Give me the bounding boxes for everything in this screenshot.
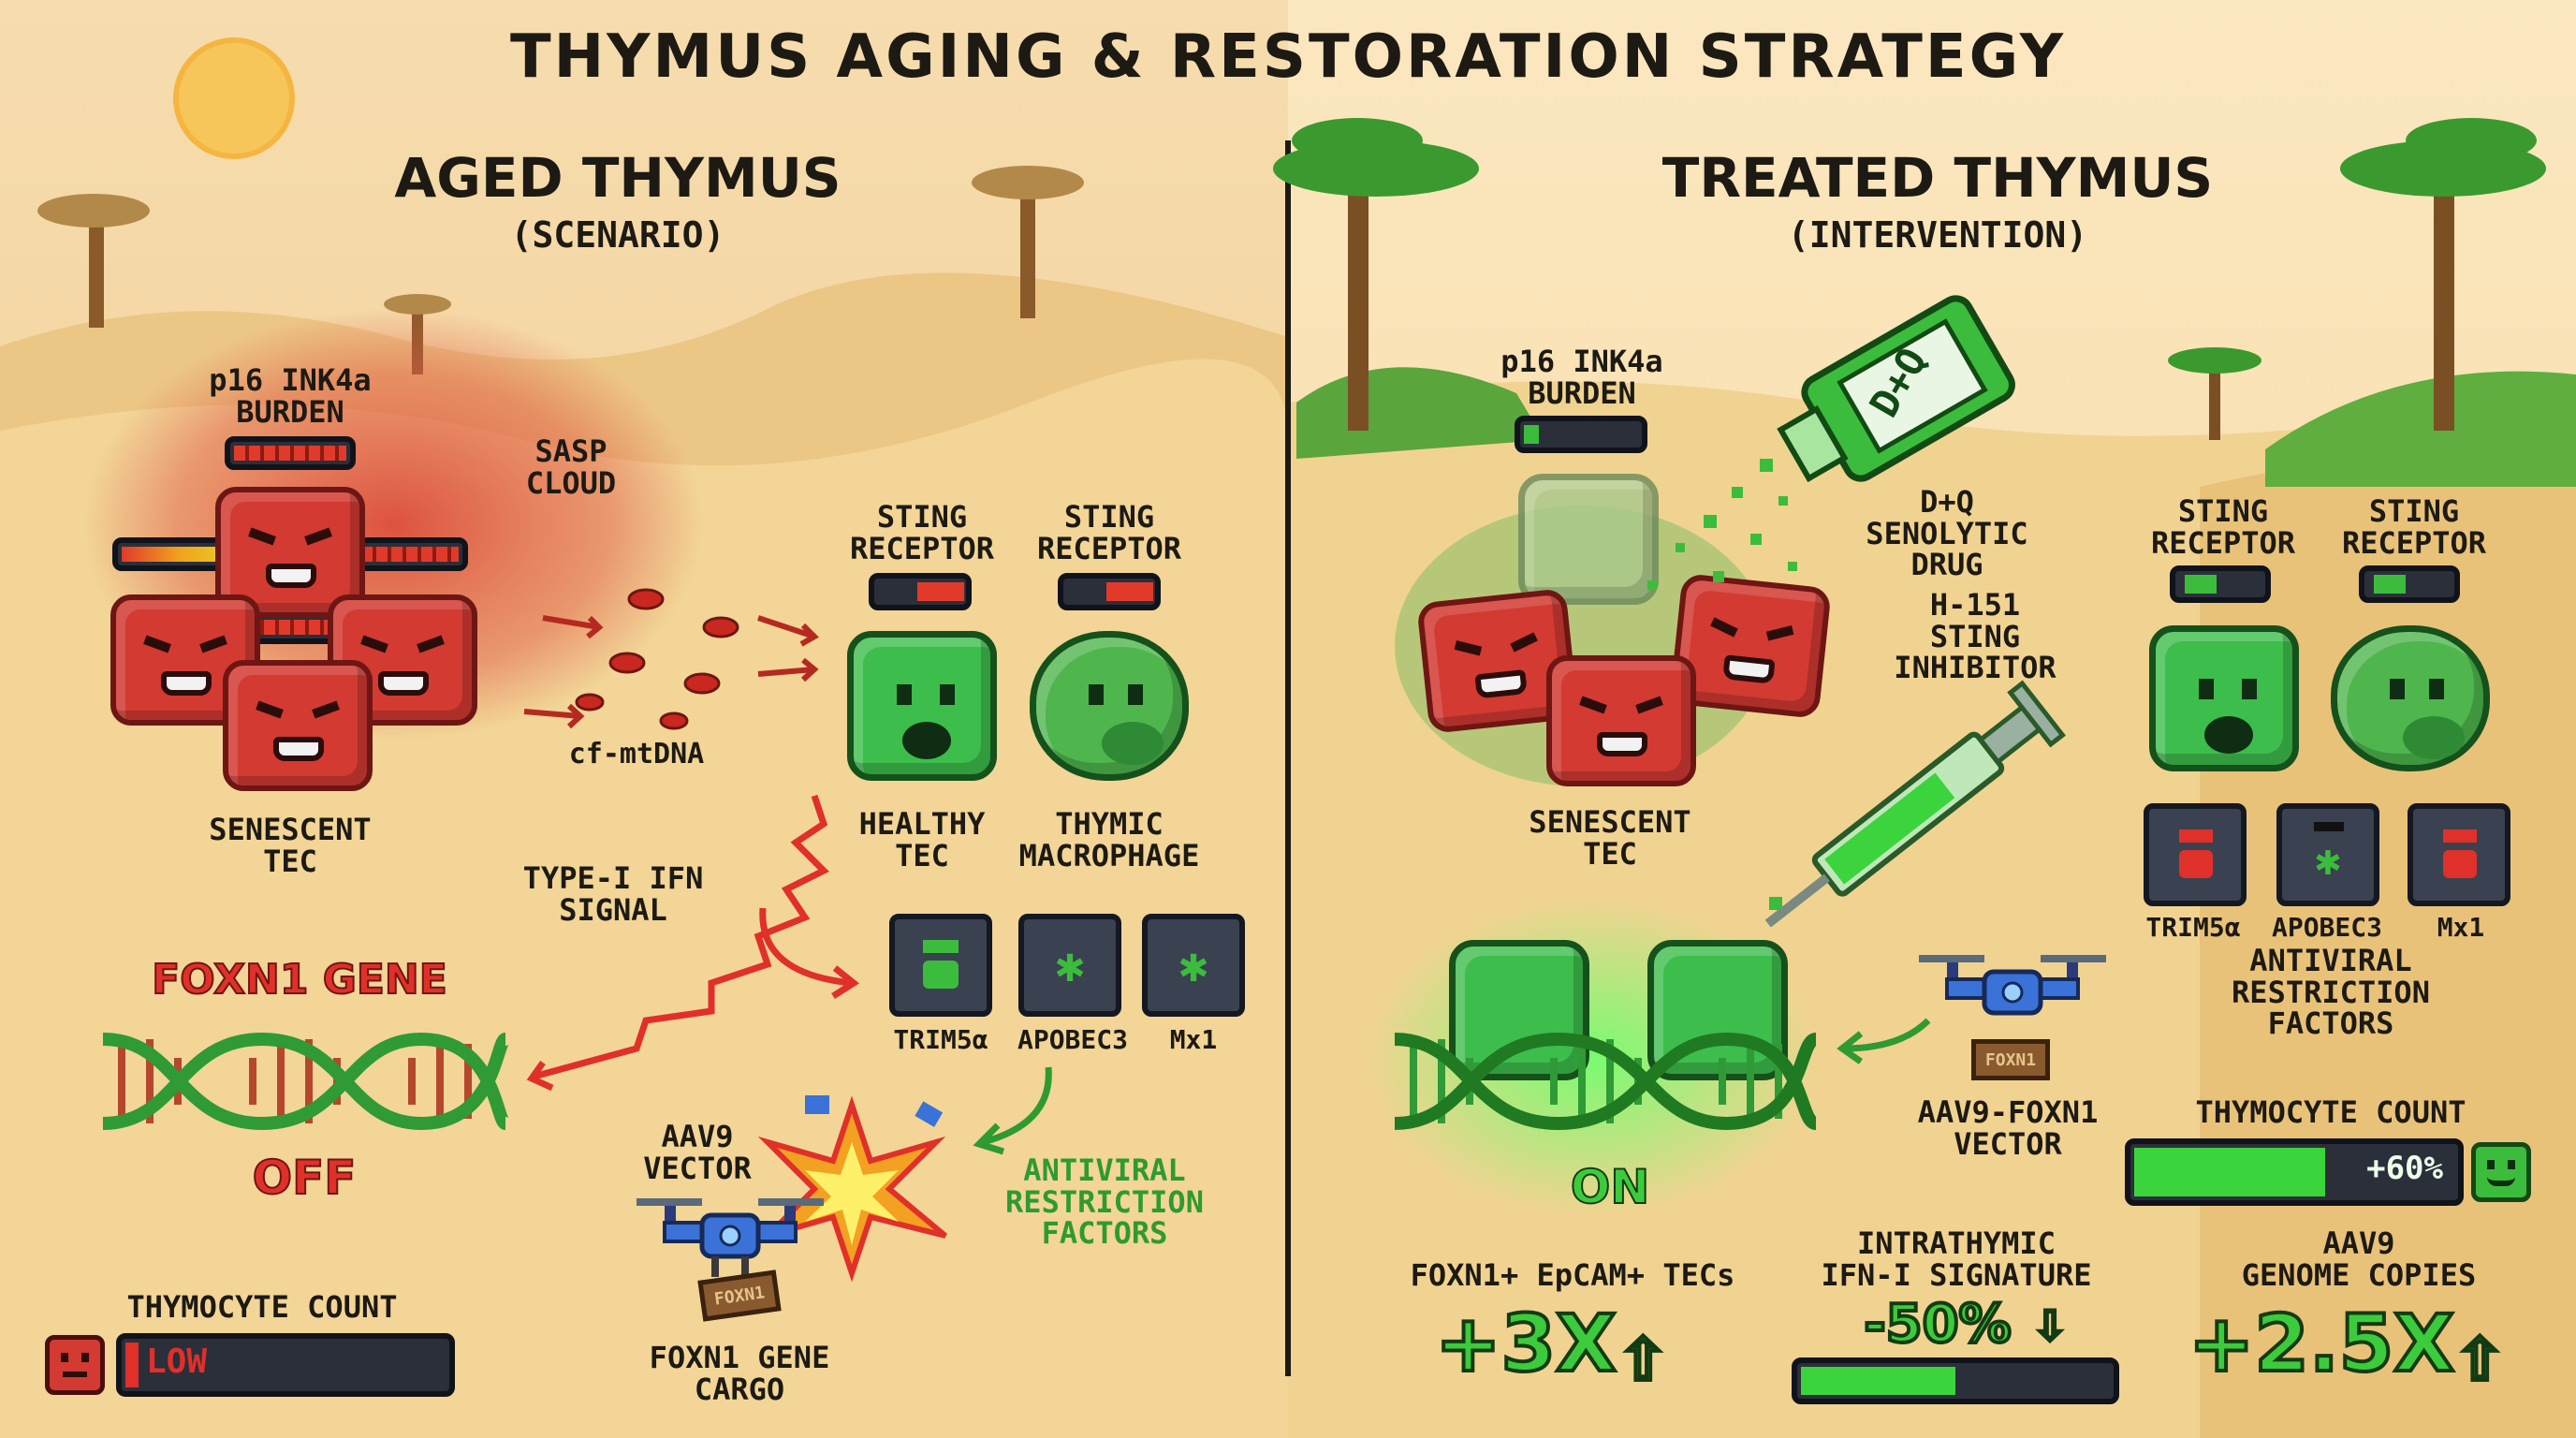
mx1-label: Mx1 (1169, 1024, 1218, 1055)
foxn1-gene-label: FOXN1 GENE (151, 956, 448, 1004)
ifn-meter (1792, 1357, 2119, 1404)
metric-tecs-value: +3X (1433, 1296, 1618, 1391)
apobec3-tile: ✱ (1018, 914, 1121, 1017)
ifn-signal-wave (526, 794, 860, 1092)
metric-ifn-label: INTRATHYMIC IFN-I SIGNATURE (1821, 1225, 2092, 1293)
apobec3-label: APOBEC3 (1017, 1024, 1128, 1055)
thymocyte-value-left: LOW (146, 1343, 208, 1381)
apobec3-tile-right: ✱ (2276, 803, 2379, 906)
right-subheading: (INTERVENTION) (1787, 214, 2088, 256)
sting-label-right-2: STING RECEPTOR (2341, 493, 2487, 561)
senescent-label: SENESCENT TEC (209, 812, 372, 879)
mx1-tile-right (2408, 803, 2510, 906)
happy-face-icon (2471, 1142, 2531, 1202)
drug-label: D+Q SENOLYTIC DRUG (1866, 484, 2028, 583)
faded-senescent-cell (1518, 474, 1659, 605)
cargo-label: FOXN1 GENE CARGO (649, 1340, 830, 1407)
sad-face-icon (45, 1335, 105, 1395)
antiviral-label: ANTIVIRAL RESTRICTION FACTORS (1005, 1152, 1204, 1252)
sting-label-1: STING RECEPTOR (849, 499, 995, 566)
cargo-tag-right: FOXN1 (1984, 1049, 2037, 1070)
cf-mtdna-particles (523, 588, 819, 730)
healthy-tec-right (2149, 625, 2299, 771)
dna-helix-on (1394, 1032, 1819, 1131)
left-heading: AGED THYMUS (394, 146, 842, 210)
apobec3-label-right: APOBEC3 (2271, 912, 2382, 943)
antiviral-arrow (973, 1066, 1052, 1155)
metric-genome-label: AAV9 GENOME COPIES (2241, 1225, 2477, 1293)
up-arrow-icon: ⇧ (2454, 1305, 2506, 1401)
thymocyte-label-right: THYMOCYTE COUNT (2195, 1094, 2466, 1130)
syringe (1764, 680, 2066, 927)
cf-mtdna-label: cf-mtDNA (568, 738, 705, 770)
sting-label-right-1: STING RECEPTOR (2150, 493, 2296, 561)
foxn1-state-on: ON (1570, 1160, 1650, 1214)
thymocyte-label-left: THYMOCYTE COUNT (126, 1289, 398, 1325)
up-arrow-icon: ⇧ (1617, 1305, 1669, 1401)
thymocyte-meter-right: +60% (2125, 1138, 2464, 1206)
left-subheading: (SCENARIO) (510, 214, 725, 256)
p16-meter (225, 436, 356, 470)
sting-inhibitor-label: H-151 STING INHIBITOR (1894, 587, 2056, 686)
metric-ifn-value: -50% (1862, 1292, 2012, 1357)
senescent-cell (223, 660, 373, 791)
thymic-macrophage-right (2331, 625, 2490, 771)
drug-particles (1647, 459, 1797, 590)
thymic-macrophage (1030, 631, 1189, 781)
delivery-arrow (1837, 1018, 1931, 1064)
p16-label: p16 INK4a BURDEN (209, 362, 372, 430)
thymocyte-value-right: +60% (2366, 1150, 2443, 1187)
metric-genome-value: +2.5X (2187, 1296, 2456, 1391)
ifn-signal-label: TYPE-I IFN SIGNAL (522, 860, 704, 928)
foxn1-state-off: OFF (252, 1151, 358, 1205)
macrophage-label: THYMIC MACROPHAGE (1018, 806, 1200, 873)
page-title: THYMUS AGING & RESTORATION STRATEGY (509, 22, 2067, 92)
antiviral-label-right: ANTIVIRAL RESTRICTION FACTORS (2232, 943, 2430, 1042)
right-heading: TREATED THYMUS (1661, 146, 2214, 210)
aav9-label: AAV9 VECTOR (643, 1119, 752, 1186)
dq-drug-bottle (1777, 295, 2015, 483)
dna-helix-off (102, 1032, 510, 1131)
down-arrow-icon: ⇩ (2031, 1289, 2068, 1357)
mx1-tile: ✱ (1142, 914, 1245, 1017)
trim5a-label-right: TRIM5α (2145, 912, 2241, 943)
p16-label-right: p16 INK4a BURDEN (1500, 344, 1663, 411)
trim5a-tile (889, 914, 992, 1017)
sting-meter-1 (869, 573, 972, 610)
senescent-label-right: SENESCENT TEC (1529, 804, 1691, 872)
healthy-tec-label: HEALTHY TEC (858, 806, 986, 873)
cargo-box-right: FOXN1 (1971, 1039, 2050, 1080)
sting-label-2: STING RECEPTOR (1036, 499, 1182, 566)
healthy-tec (847, 631, 997, 781)
sasp-label: SASP CLOUD (525, 433, 617, 501)
thymocyte-meter-left: LOW (116, 1333, 455, 1397)
sting-meter-2 (1058, 573, 1161, 610)
sting-meter-right-2 (2359, 565, 2460, 603)
aav9-drone (637, 1198, 824, 1277)
trim5a-tile-right (2144, 803, 2247, 906)
mx1-label-right: Mx1 (2437, 912, 2485, 943)
p16-meter-right (1515, 416, 1647, 453)
regenerated-tec (1449, 940, 1589, 1080)
trim5a-label: TRIM5α (893, 1024, 988, 1055)
metric-tecs-label: FOXN1+ EpCAM+ TECs (1410, 1257, 1735, 1293)
aav9-foxn1-drone (1919, 955, 2106, 1016)
senescent-cell-dying (1546, 655, 1696, 786)
cargo-tag: FOXN1 (712, 1282, 767, 1310)
sting-meter-right-1 (2170, 565, 2271, 603)
aav9-foxn1-label: AAV9-FOXN1 VECTOR (1917, 1094, 2099, 1162)
explosion (757, 1095, 947, 1283)
